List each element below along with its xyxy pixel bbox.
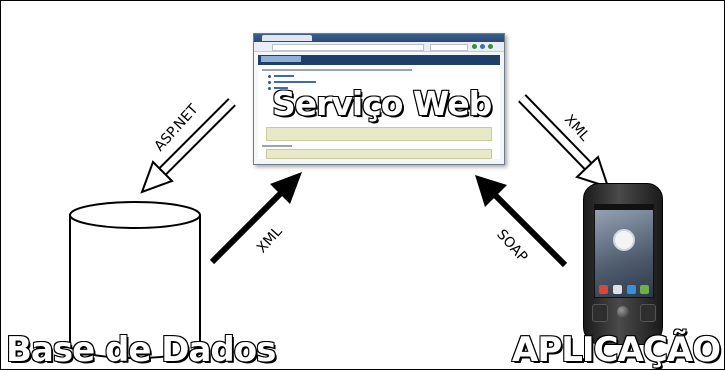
browser-text-line bbox=[274, 81, 316, 83]
browser-bullet bbox=[268, 87, 271, 90]
browser-bullet bbox=[268, 81, 271, 84]
app-icon bbox=[599, 285, 608, 294]
browser-search-box bbox=[430, 44, 468, 51]
browser-text-line bbox=[274, 75, 294, 77]
browser-tab bbox=[262, 35, 312, 41]
aspnet-arrow bbox=[140, 98, 236, 194]
soap-arrow bbox=[475, 175, 568, 268]
browser-code-block bbox=[266, 149, 492, 159]
browser-bullet bbox=[268, 75, 271, 78]
browser-page-content bbox=[258, 65, 500, 159]
browser-text-line bbox=[262, 69, 412, 71]
database-cylinder-icon bbox=[69, 201, 201, 359]
browser-page-header bbox=[258, 55, 500, 65]
phone-status-bar bbox=[595, 205, 653, 210]
xml-right-arrow bbox=[518, 94, 610, 189]
browser-text-line bbox=[274, 87, 288, 89]
browser-code-block bbox=[266, 127, 492, 141]
browser-titlebar bbox=[254, 34, 504, 42]
trackball-icon bbox=[617, 306, 629, 318]
browser-text-line bbox=[262, 145, 292, 147]
phone-key bbox=[640, 304, 656, 322]
browser-page-header-text bbox=[261, 56, 301, 62]
application-title: APLICAÇÃO bbox=[511, 329, 722, 370]
clock-icon bbox=[613, 229, 635, 251]
browser-url-bar bbox=[272, 44, 424, 51]
browser-window-icon bbox=[253, 33, 505, 165]
app-icon bbox=[640, 285, 649, 294]
app-icon bbox=[627, 285, 636, 294]
app-icon bbox=[613, 285, 622, 294]
phone-key bbox=[592, 304, 608, 322]
browser-toolbar bbox=[254, 42, 504, 52]
smartphone-icon bbox=[583, 183, 663, 345]
phone-screen bbox=[594, 204, 654, 298]
browser-toolbar-icon bbox=[472, 44, 477, 49]
service-title: Serviço Web bbox=[271, 83, 493, 124]
xml-left-arrow bbox=[209, 172, 302, 265]
browser-toolbar-icon bbox=[488, 44, 493, 49]
database-title: Base de Dados bbox=[5, 329, 277, 370]
browser-toolbar-icon bbox=[480, 44, 485, 49]
